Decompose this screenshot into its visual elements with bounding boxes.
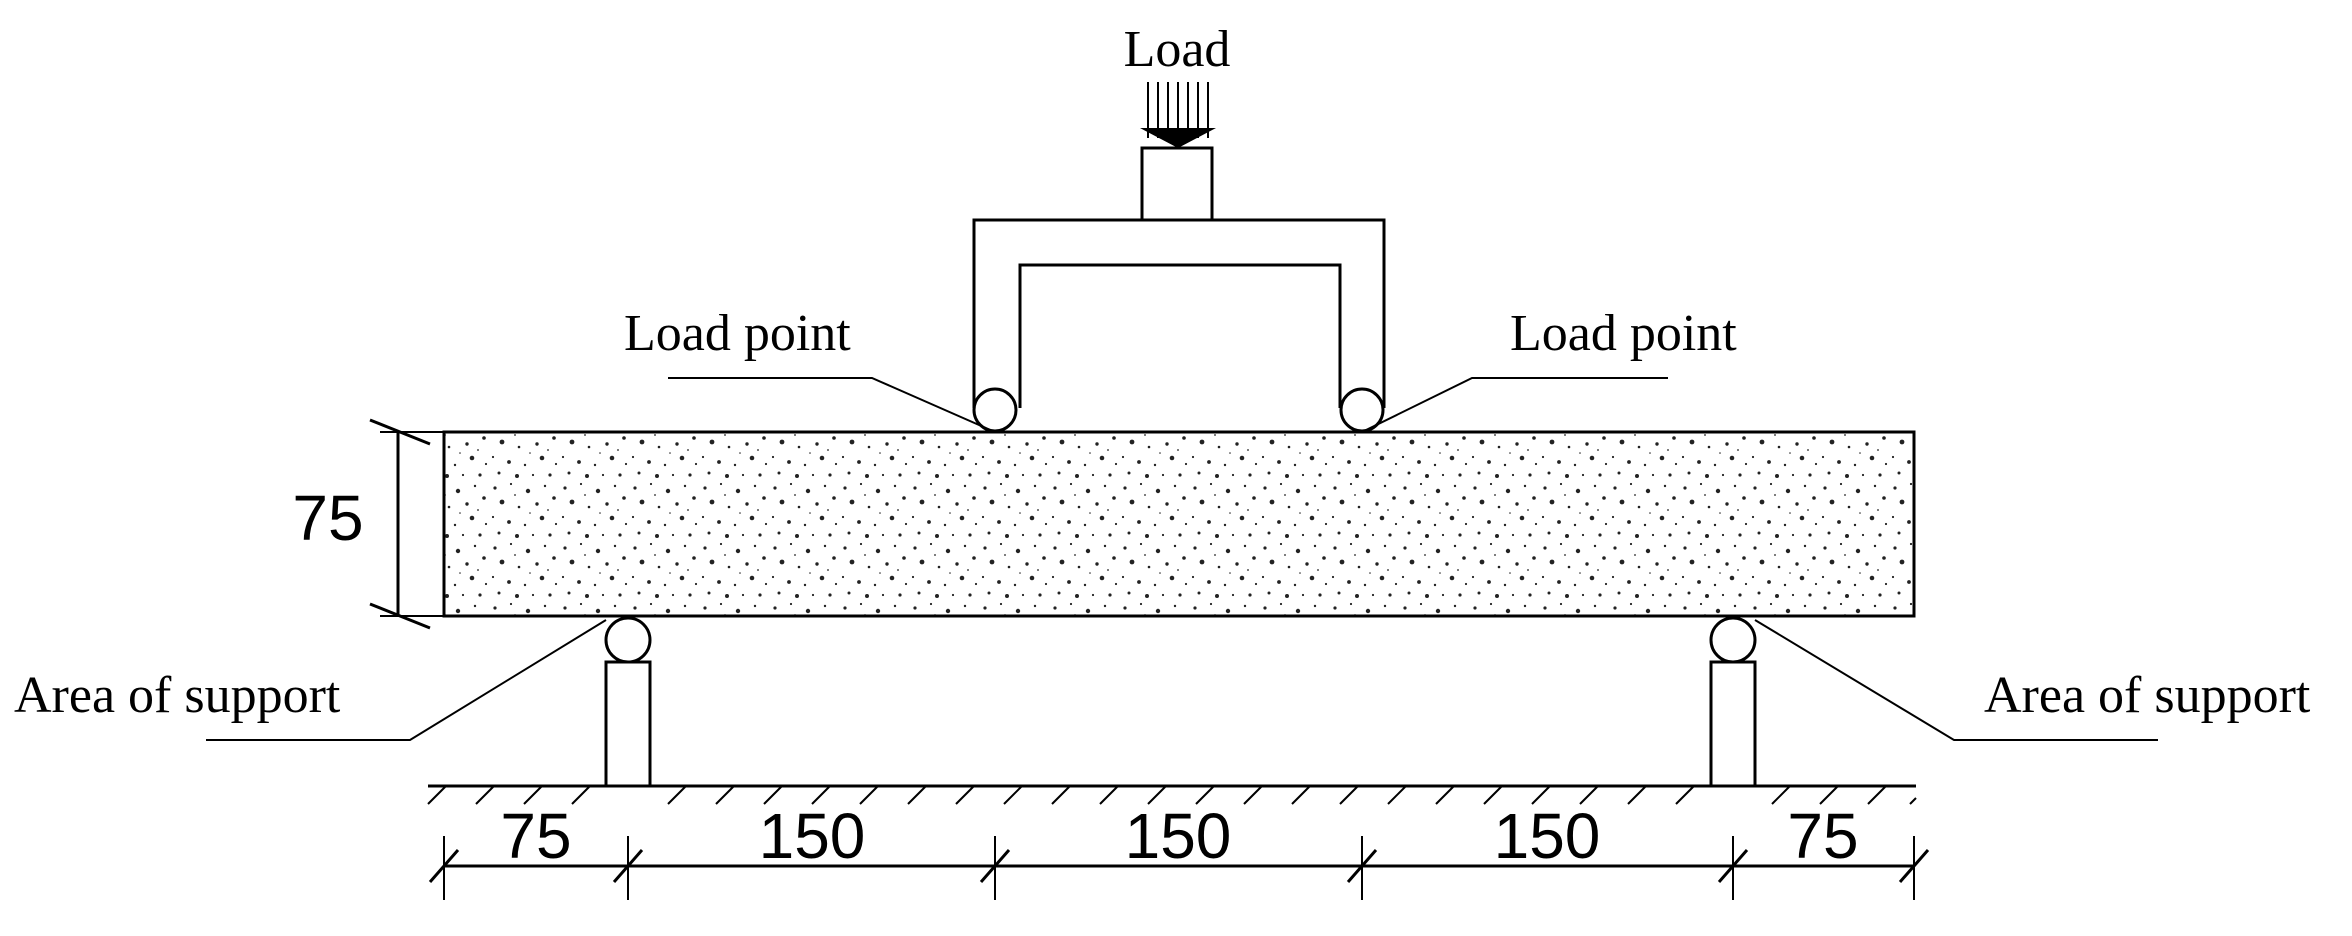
concrete-beam: [442, 430, 1916, 618]
support-label-left: Area of support: [14, 667, 341, 724]
load-point-leader-right: [1361, 377, 1668, 433]
load-point-label-right: Load point: [1510, 305, 1737, 362]
span-label-4: 150: [1494, 800, 1601, 872]
support-post-left: [604, 660, 652, 788]
ground: [427, 784, 1917, 805]
load-ram: [1140, 146, 1214, 222]
spreader-beam: [972, 218, 1386, 408]
load-arrows: [1140, 82, 1216, 148]
span-label-5: 75: [1787, 800, 1858, 872]
support-label-right: Area of support: [1984, 667, 2311, 724]
load-point-label-left: Load point: [624, 305, 851, 362]
span-label-1: 75: [500, 800, 571, 872]
height-dimension-label: 75: [292, 482, 363, 554]
load-point-leader-left: [668, 377, 996, 433]
span-label-3: 150: [1125, 800, 1232, 872]
load-label: Load: [1124, 21, 1231, 78]
support-roller-right: [1709, 616, 1757, 664]
support-leader-left: [206, 619, 607, 741]
span-label-2: 150: [759, 800, 866, 872]
support-post-right: [1709, 660, 1757, 788]
span-dimension-chain: [428, 836, 1930, 900]
height-dimension: [369, 418, 444, 630]
support-roller-left: [604, 616, 652, 664]
support-leader-right: [1754, 619, 2158, 741]
